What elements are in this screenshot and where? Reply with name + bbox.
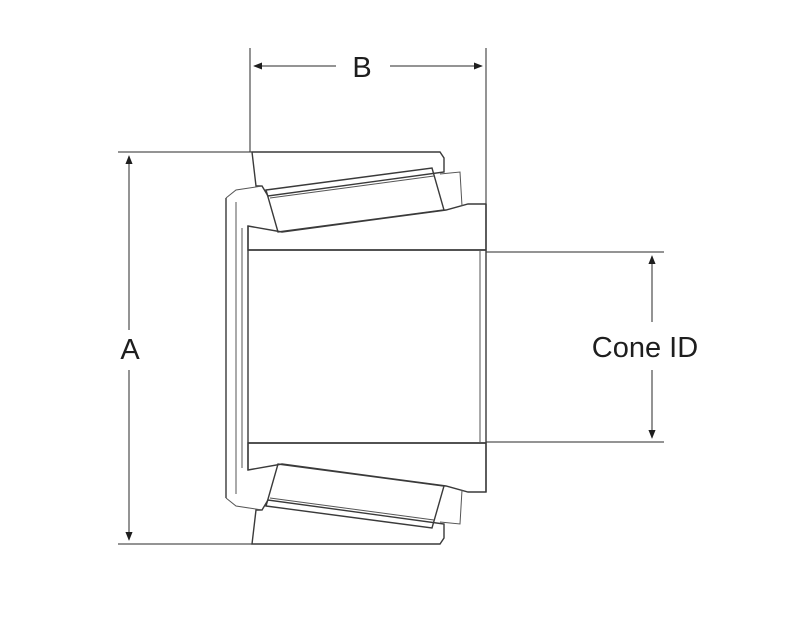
dimension-cone-id: Cone ID	[486, 251, 698, 443]
cone-id-label: Cone ID	[592, 332, 698, 364]
cage-top	[225, 185, 263, 199]
cone-top	[247, 203, 487, 251]
cup-bottom	[251, 499, 445, 545]
cage-bottom	[225, 497, 263, 511]
cage-top-right	[439, 171, 463, 207]
cone-bottom	[247, 442, 487, 493]
cup-top	[251, 151, 445, 197]
dim-b-label: B	[352, 52, 371, 84]
dimension-b: B	[249, 48, 487, 205]
bearing-section	[225, 151, 487, 545]
roller-top-edge	[269, 175, 435, 199]
roller-bottom-edge	[269, 497, 435, 521]
dim-a-label: A	[120, 334, 140, 366]
dimension-a: A	[118, 151, 252, 545]
cage-bottom-right	[439, 489, 463, 525]
